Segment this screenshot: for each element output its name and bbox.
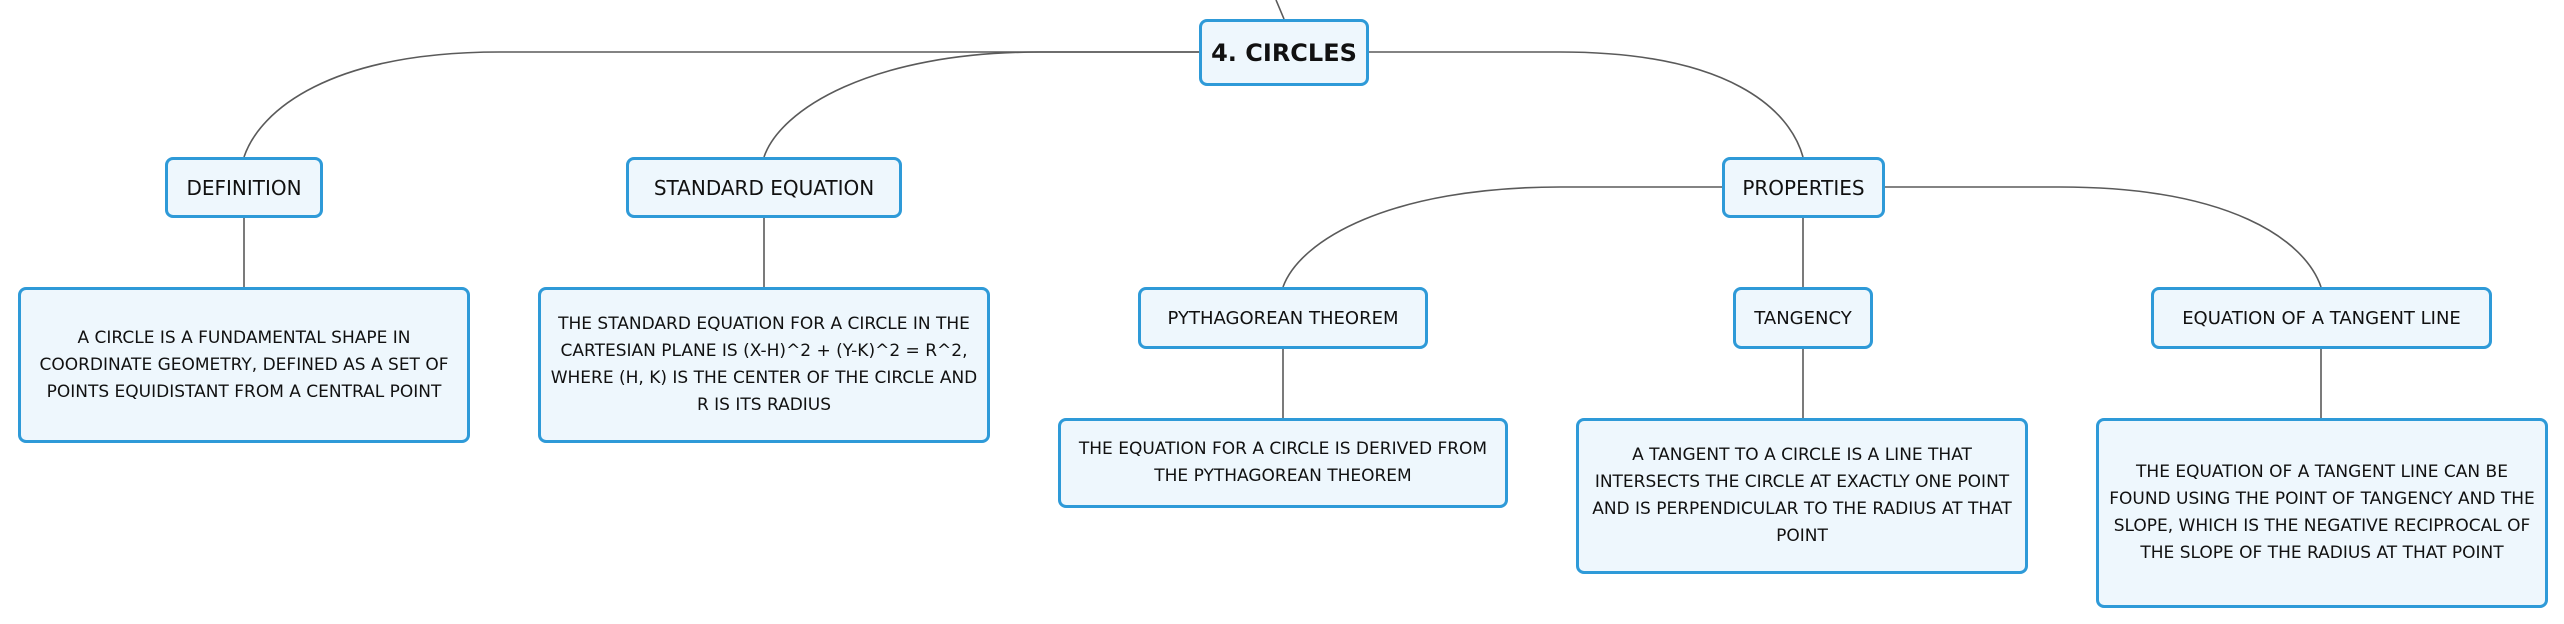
detail-node-definition[interactable]: A CIRCLE IS A FUNDAMENTAL SHAPE IN COORD… <box>18 287 470 443</box>
subtopic-node-pythagorean-theorem[interactable]: PYTHAGOREAN THEOREM <box>1138 287 1428 349</box>
root-node-circles[interactable]: 4. CIRCLES <box>1199 19 1369 86</box>
root-node-label: 4. CIRCLES <box>1211 38 1357 67</box>
topic-node-properties[interactable]: PROPERTIES <box>1722 157 1885 218</box>
topic-node-definition[interactable]: DEFINITION <box>165 157 323 218</box>
subtopic-node-label: EQUATION OF A TANGENT LINE <box>2182 307 2461 329</box>
detail-node-standard-equation[interactable]: THE STANDARD EQUATION FOR A CIRCLE IN TH… <box>538 287 990 443</box>
topic-node-standard-equation[interactable]: STANDARD EQUATION <box>626 157 902 218</box>
connector-parent-to-root <box>1275 0 1285 20</box>
subtopic-node-label: PYTHAGOREAN THEOREM <box>1167 307 1399 329</box>
topic-node-label: PROPERTIES <box>1742 175 1865 200</box>
topic-node-label: STANDARD EQUATION <box>653 175 875 200</box>
detail-node-text: THE STANDARD EQUATION FOR A CIRCLE IN TH… <box>550 314 978 415</box>
detail-node-text: A TANGENT TO A CIRCLE IS A LINE THAT INT… <box>1592 445 2012 546</box>
detail-node-equation-of-tangent-line[interactable]: THE EQUATION OF A TANGENT LINE CAN BE FO… <box>2096 418 2548 608</box>
detail-node-text: THE EQUATION FOR A CIRCLE IS DERIVED FRO… <box>1078 439 1488 486</box>
connector-root-to-standard-equation <box>763 51 1199 158</box>
subtopic-node-equation-of-tangent-line[interactable]: EQUATION OF A TANGENT LINE <box>2151 287 2492 349</box>
connector-root-to-definition <box>243 51 1199 158</box>
subtopic-node-label: TANGENCY <box>1754 307 1852 329</box>
connector-properties-to-tangent-line <box>1885 186 2322 288</box>
topic-node-label: DEFINITION <box>186 175 302 200</box>
subtopic-node-tangency[interactable]: TANGENCY <box>1733 287 1873 349</box>
detail-node-pythagorean-theorem[interactable]: THE EQUATION FOR A CIRCLE IS DERIVED FRO… <box>1058 418 1508 508</box>
detail-node-tangency[interactable]: A TANGENT TO A CIRCLE IS A LINE THAT INT… <box>1576 418 2028 574</box>
connector-root-to-properties <box>1369 51 1804 158</box>
connector-properties-to-pythagorean <box>1282 186 1722 288</box>
detail-node-text: THE EQUATION OF A TANGENT LINE CAN BE FO… <box>2109 462 2535 563</box>
detail-node-text: A CIRCLE IS A FUNDAMENTAL SHAPE IN COORD… <box>39 327 449 402</box>
